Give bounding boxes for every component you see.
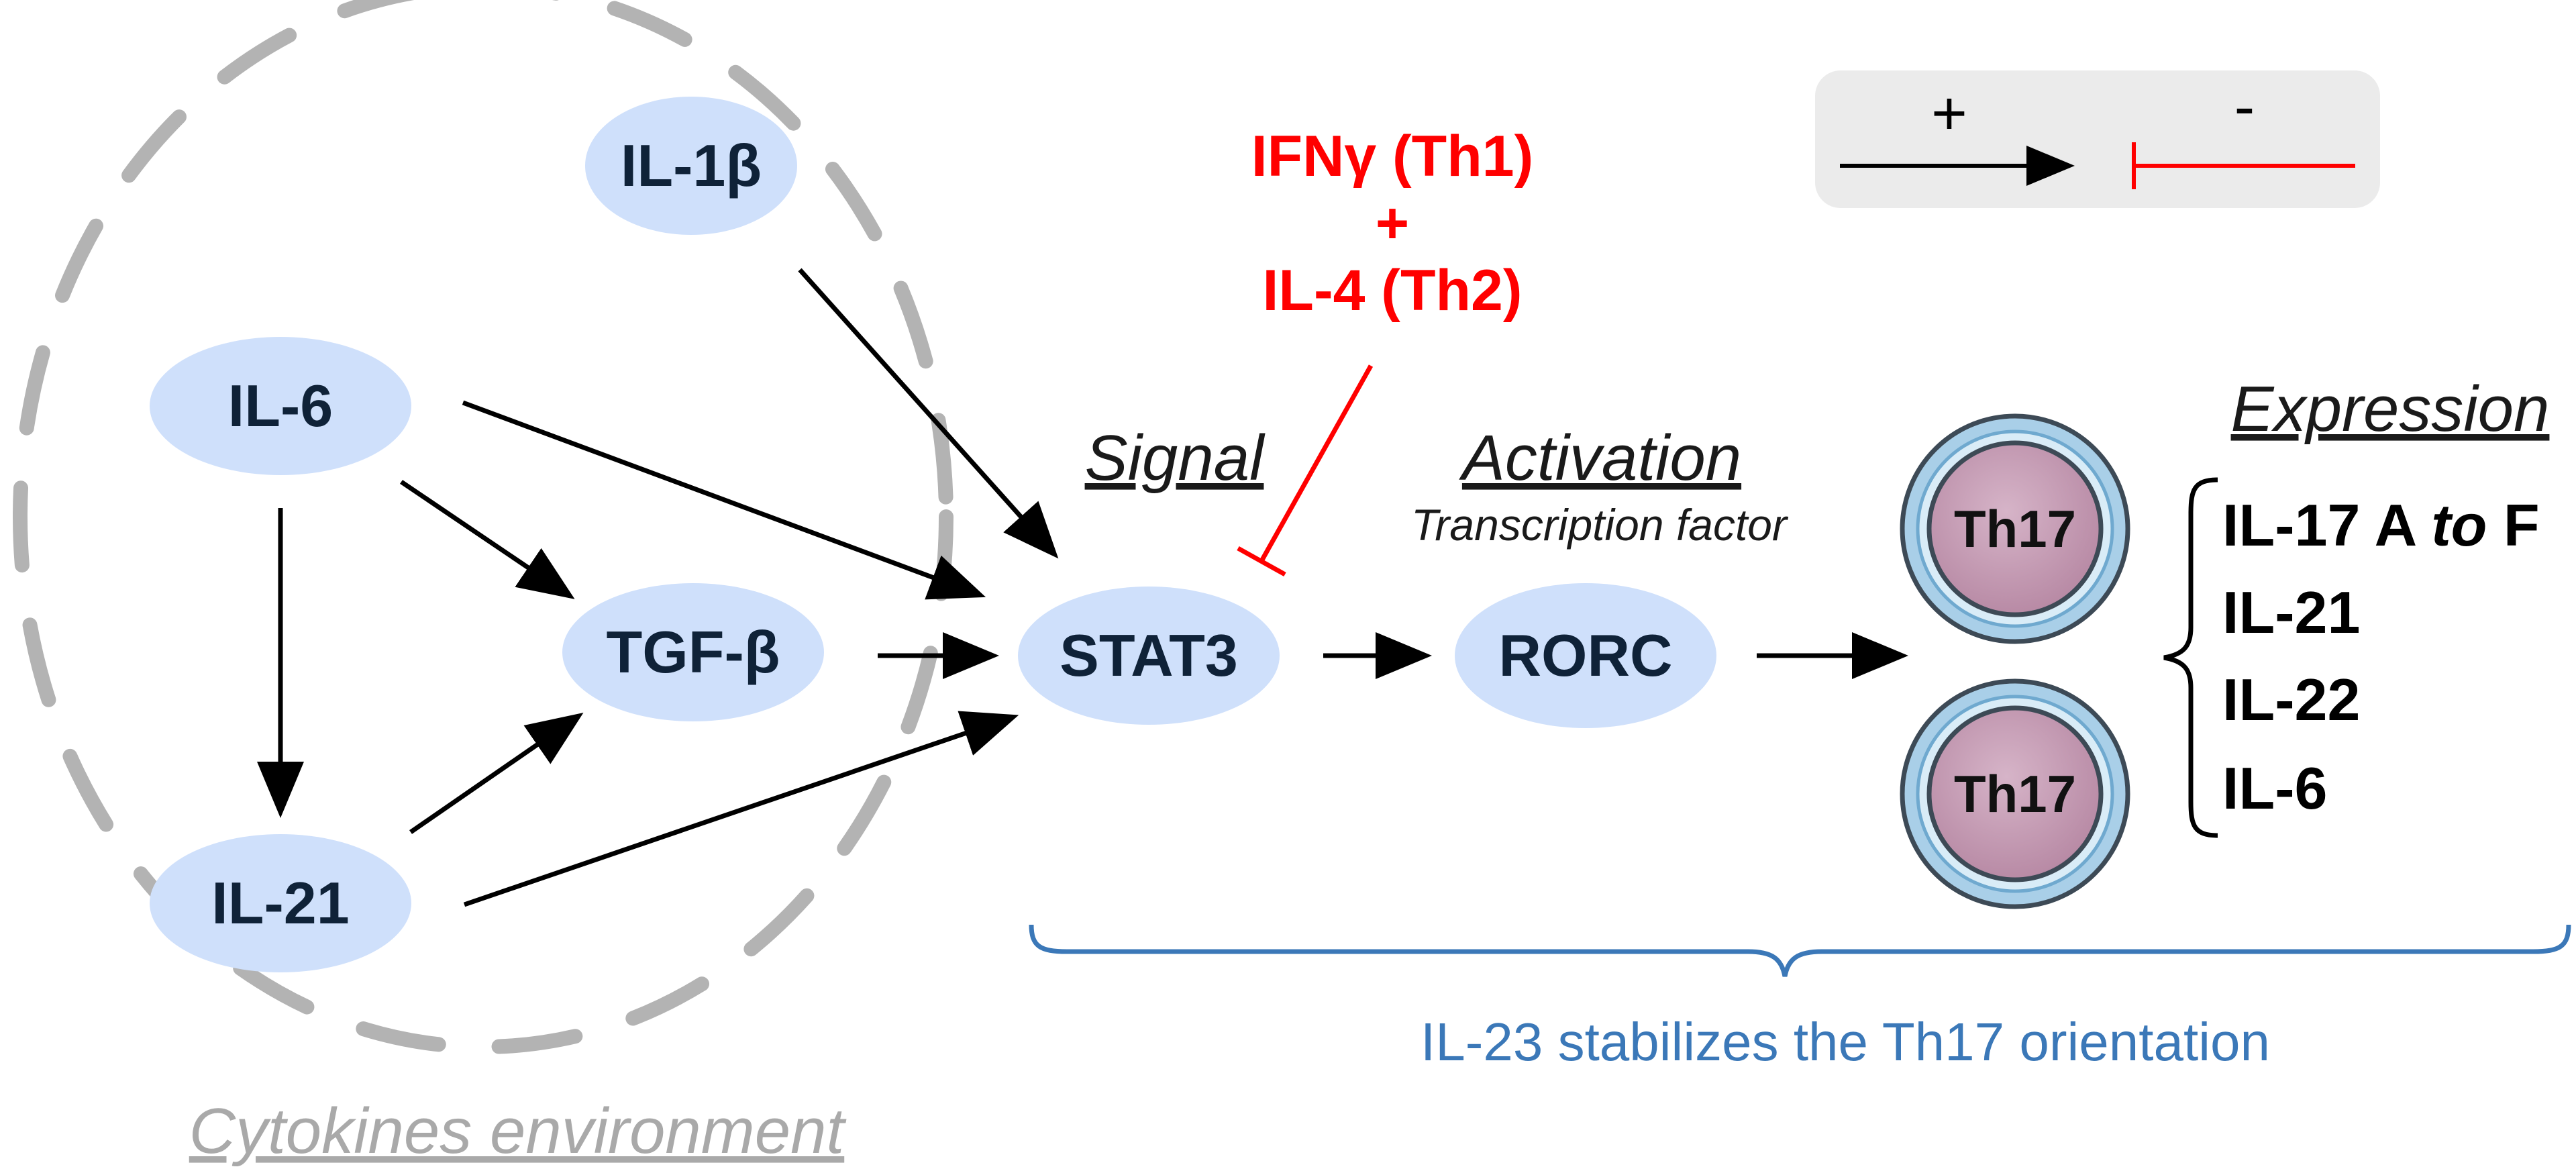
th17-cell-bottom-nucleus bbox=[1926, 705, 2104, 882]
th17-cell-bottom: Th17 bbox=[1900, 678, 2130, 909]
expression-item-il17-italic: to bbox=[2431, 492, 2487, 558]
node-stat3-shape bbox=[1018, 587, 1280, 725]
expression-item-il6: IL-6 bbox=[2222, 755, 2327, 821]
inhibitor-line-2: + bbox=[1376, 191, 1409, 256]
node-il1b-label: IL-1β bbox=[621, 132, 762, 199]
node-tgfb-label: TGF-β bbox=[607, 619, 780, 685]
il23-note: IL-23 stabilizes the Th17 orientation bbox=[1421, 1012, 2270, 1072]
expression-brace bbox=[2163, 477, 2218, 838]
cytokine-environment-ring bbox=[13, 0, 954, 1054]
node-il6-shape bbox=[150, 337, 411, 475]
activation-arrows bbox=[257, 268, 1908, 907]
node-il21-label: IL-21 bbox=[211, 870, 349, 936]
inhibitor-line-3: IL-4 (Th2) bbox=[1263, 258, 1523, 323]
arrow-il1b-to-stat3 bbox=[798, 268, 1059, 559]
inhibition: IFNγ (Th1) + IL-4 (Th2) bbox=[1237, 124, 1533, 577]
subheading-transcription-factor: Transcription factor bbox=[1411, 500, 1789, 550]
arrow-il6-to-stat3 bbox=[462, 400, 986, 600]
th17-cell-top: Th17 bbox=[1900, 413, 2130, 644]
th17-cell-top-label: Th17 bbox=[1954, 499, 2076, 558]
node-il1b: IL-1β bbox=[585, 97, 797, 235]
expression-item-il17-suffix: F bbox=[2487, 492, 2539, 558]
legend-minus-label: - bbox=[2234, 72, 2255, 141]
arrow-il21-to-stat3 bbox=[463, 711, 1019, 907]
node-tgfb: TGF-β bbox=[562, 583, 824, 721]
expression-item-il17-prefix: IL-17 A bbox=[2222, 492, 2431, 558]
legend-plus-label: + bbox=[1931, 79, 1967, 148]
inhibitor-line-1: IFNγ (Th1) bbox=[1251, 124, 1533, 189]
expression-item-il21: IL-21 bbox=[2222, 579, 2360, 646]
inhibition-line bbox=[1259, 364, 1374, 562]
expression-item-il22: IL-22 bbox=[2222, 666, 2360, 733]
node-rorc: RORC bbox=[1455, 583, 1716, 728]
node-stat3-label: STAT3 bbox=[1060, 622, 1238, 689]
legend: + - bbox=[1815, 70, 2380, 208]
heading-signal: Signal bbox=[1085, 422, 1266, 494]
node-tgfb-shape bbox=[562, 583, 824, 721]
node-il6: IL-6 bbox=[150, 337, 411, 475]
th17-cell-bottom-label: Th17 bbox=[1954, 764, 2076, 823]
th17-cell-top-nucleus bbox=[1926, 440, 2104, 617]
node-rorc-shape bbox=[1455, 583, 1716, 728]
node-il1b-shape bbox=[585, 97, 797, 235]
arrow-il6-to-tgfb bbox=[400, 480, 575, 599]
node-il21-shape bbox=[150, 834, 411, 972]
expression-item-il17: IL-17 A to F bbox=[2222, 492, 2540, 558]
il23-bracket bbox=[1029, 924, 2571, 977]
node-stat3: STAT3 bbox=[1018, 587, 1280, 725]
arrow-il21-to-tgfb bbox=[409, 713, 584, 834]
node-il6-label: IL-6 bbox=[228, 372, 333, 439]
node-il21: IL-21 bbox=[150, 834, 411, 972]
node-rorc-label: RORC bbox=[1498, 622, 1672, 689]
legend-background bbox=[1815, 70, 2380, 208]
inhibition-bar bbox=[1237, 546, 1286, 577]
cytokines-environment-label: Cytokines environment bbox=[189, 1095, 847, 1167]
heading-activation: Activation bbox=[1459, 422, 1741, 494]
heading-expression: Expression bbox=[2231, 373, 2550, 445]
